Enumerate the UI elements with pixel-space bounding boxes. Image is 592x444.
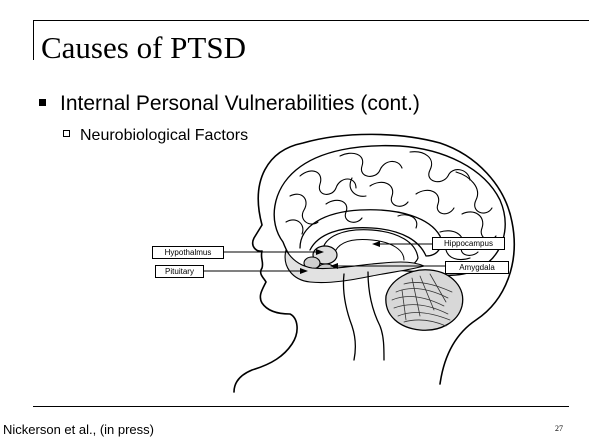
square-bullet-icon: [39, 98, 46, 106]
slide-title: Causes of PTSD: [41, 30, 246, 65]
hippocampus-label: Hippocampus: [432, 237, 505, 250]
hypothalamus-label: Hypothalmus: [152, 246, 224, 259]
pituitary-label: Pituitary: [155, 265, 204, 278]
hippocampus-inner: [333, 239, 405, 261]
brain-stem: [342, 271, 385, 361]
cerebellum-folia: [391, 273, 453, 327]
title-frame-left-line: [33, 20, 34, 60]
bullet-level2: Neurobiological Factors: [63, 126, 248, 145]
title-frame-top-line: [33, 20, 589, 21]
bullet-level1-text: Internal Personal Vulnerabilities (cont.…: [60, 92, 420, 115]
footer-citation: Nickerson et al., (in press): [3, 422, 154, 437]
page-number: 27: [555, 424, 563, 433]
label-pointer-lines: [201, 241, 446, 274]
bullet-level2-text: Neurobiological Factors: [80, 127, 249, 144]
hollow-square-bullet-icon: [63, 130, 70, 138]
amygdala-label: Amygdala: [445, 261, 509, 274]
bullet-level1: Internal Personal Vulnerabilities (cont.…: [39, 92, 420, 116]
cerebellum: [385, 269, 464, 331]
head-profile-outline: [233, 133, 516, 393]
footer-divider-line: [33, 406, 569, 407]
